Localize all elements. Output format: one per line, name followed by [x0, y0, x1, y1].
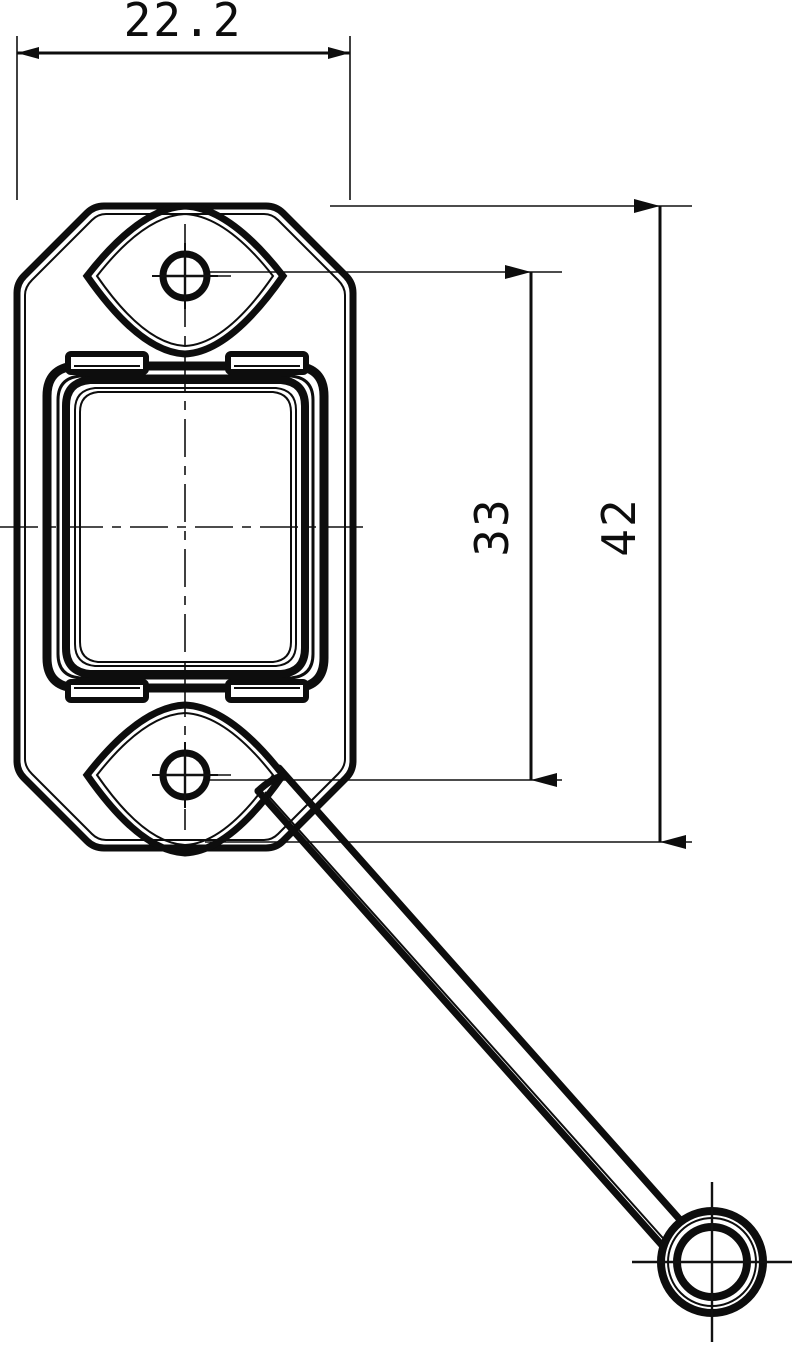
dim-label-hole-spacing: 33 — [465, 497, 519, 556]
upper-hole-relief-outline — [82, 202, 288, 358]
retention-tabs — [65, 351, 309, 703]
tether-band-lower-edge — [254, 787, 672, 1256]
dim-label-overall-height: 42 — [592, 497, 646, 556]
aperture-inner-wall — [62, 376, 309, 678]
tether-band-upper-offset — [282, 775, 687, 1230]
dimension-lines — [17, 47, 686, 849]
central-aperture-frame — [42, 361, 329, 693]
aperture-frame-outer — [42, 361, 329, 693]
tether-band-lower-offset — [264, 791, 671, 1247]
body-outer-outline — [13, 202, 357, 852]
retention-tab-inner-lines — [74, 365, 300, 689]
body-outer-offset — [24, 213, 346, 841]
hole-leader-lines — [209, 275, 231, 776]
tab-top-left — [65, 351, 149, 375]
tether-root-blend — [254, 772, 287, 795]
tab-bottom-right — [225, 679, 309, 703]
tether-band-upper-edge — [275, 764, 694, 1235]
dim-label-width: 22.2 — [124, 0, 243, 47]
aperture-seal-bead — [74, 387, 297, 667]
flange-plate-body — [13, 202, 357, 852]
centerlines — [0, 224, 372, 830]
tab-bottom-left — [65, 679, 149, 703]
ring-centermark-over — [632, 1182, 792, 1342]
lower-hole-relief-offset — [95, 711, 275, 847]
tab-top-right — [225, 351, 309, 375]
hole-centermarks-over — [160, 251, 210, 800]
aperture-seal-bead-2 — [79, 391, 292, 663]
aperture-frame-second — [56, 374, 315, 680]
tether-strap — [254, 764, 694, 1256]
upper-hole-relief-offset — [95, 212, 275, 348]
